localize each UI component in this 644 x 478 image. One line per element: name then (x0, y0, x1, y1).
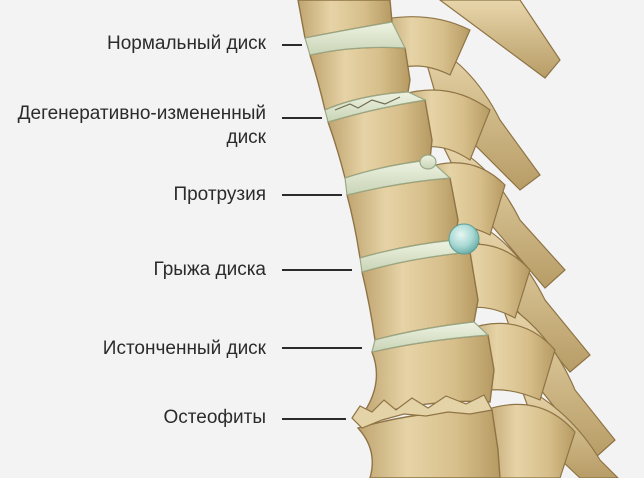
label-thinned-text: Истонченный диск (102, 338, 266, 359)
label-normal-disc: Нормальный диск (107, 32, 266, 56)
disc-normal (304, 21, 407, 56)
label-degenerative-line2: диск (226, 127, 266, 148)
leader-protrusion (282, 194, 342, 196)
leader-osteophytes (282, 418, 346, 420)
osteophyte-spurs (351, 394, 493, 429)
disc-degenerative (324, 91, 428, 123)
label-thinned-disc: Истонченный диск (103, 337, 266, 361)
label-osteophytes: Остеофиты (163, 406, 266, 430)
leader-thinned-disc (282, 347, 362, 349)
intervertebral-discs (304, 21, 493, 429)
disc-thinned (371, 321, 490, 353)
vertebral-bodies (297, 0, 501, 478)
label-protrusion: Протрузия (173, 183, 266, 207)
disc-protrusion (344, 159, 452, 196)
spinous-process-1 (438, 0, 561, 79)
label-protrusion-text: Протрузия (173, 184, 266, 205)
protrusion-bulge (419, 154, 437, 170)
arch-6 (484, 403, 576, 478)
label-hernia-text: Грыжа диска (153, 259, 267, 280)
label-normal-disc-text: Нормальный диск (106, 33, 266, 54)
label-hernia: Грыжа диска (154, 258, 267, 282)
hernia-nucleus (448, 223, 480, 255)
leader-normal-disc (282, 44, 302, 46)
label-osteophytes-text: Остеофиты (163, 407, 266, 428)
leader-hernia (282, 269, 352, 271)
label-degenerative-disc: Дегенеративно-измененный диск (18, 102, 266, 150)
leader-degenerative-disc (282, 117, 322, 119)
disc-degenerative-crack (334, 96, 401, 111)
label-degenerative-line1: Дегенеративно-измененный (17, 103, 266, 124)
